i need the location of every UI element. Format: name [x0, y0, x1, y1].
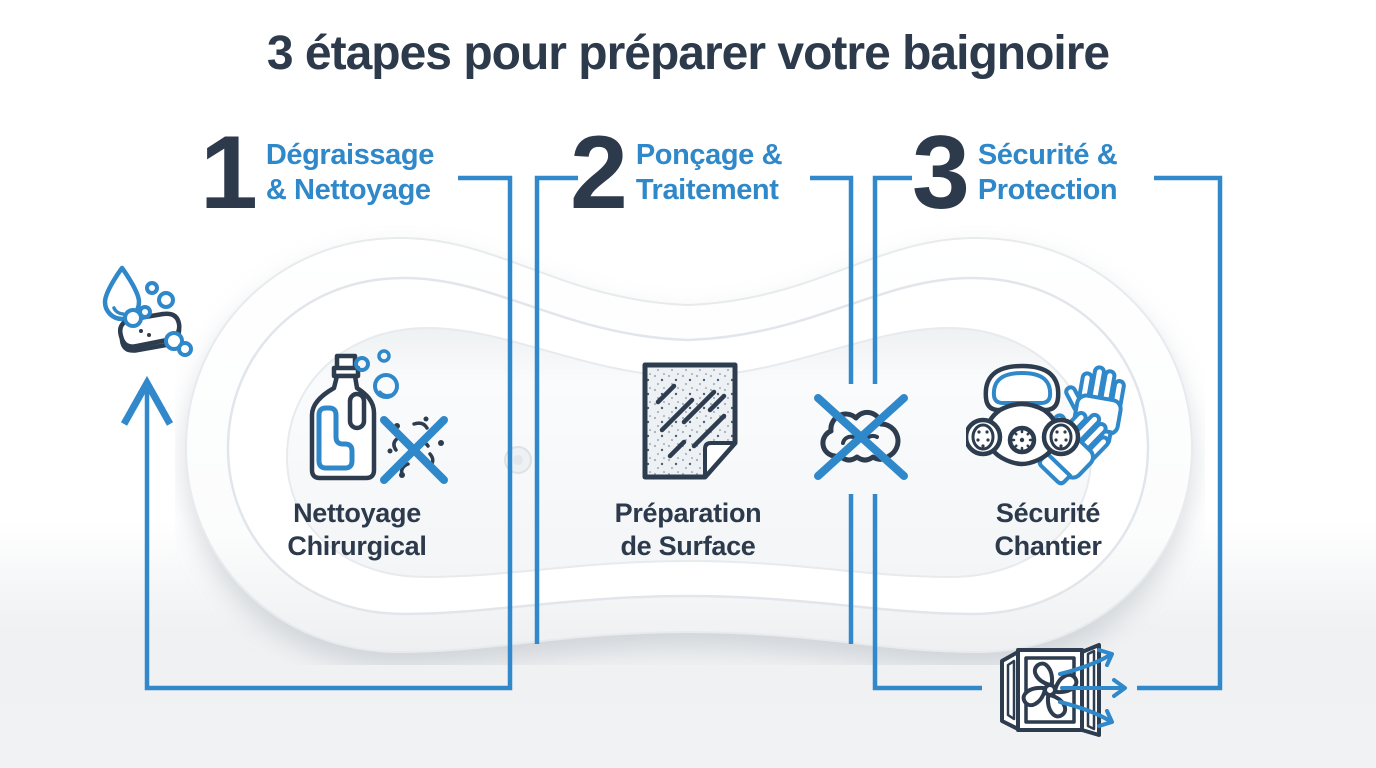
water-drop-sponge-icon — [102, 265, 193, 357]
no-dust-cloud-icon — [814, 394, 908, 480]
item-label-line1: Nettoyage — [293, 498, 421, 528]
filter-cartridge-left — [966, 417, 1003, 457]
step-3-header: 3 Sécurité & Protection — [912, 115, 1118, 231]
soap-bubble — [177, 341, 193, 357]
bubble — [145, 281, 159, 295]
folded-corner — [703, 441, 737, 479]
cross-out-x — [380, 416, 448, 484]
step-2-number: 2 — [570, 115, 628, 231]
item-label-securite: Sécurité Chantier — [938, 497, 1158, 563]
item-label-line2: Chirurgical — [287, 531, 427, 561]
right-sash-inner — [1086, 649, 1096, 731]
step1-bracket-line — [144, 175, 513, 691]
step-3-label-line2: Protection — [977, 174, 1118, 206]
item-label-line1: Préparation — [614, 498, 762, 528]
cloud-detail — [841, 434, 855, 445]
sandpaper-sheet-icon — [642, 362, 738, 480]
sponge-pore — [139, 329, 143, 333]
bubble — [157, 291, 175, 309]
step-1-label: Dégraissage & Nettoyage — [266, 130, 434, 208]
step-1-header: 1 Dégraissage & Nettoyage — [200, 115, 434, 231]
drain-hole — [513, 455, 523, 465]
item-label-line1: Sécurité — [995, 498, 1101, 528]
sponge-pore — [147, 333, 151, 337]
page-title: 3 étapes pour préparer votre baignoire — [266, 27, 1110, 80]
item-label-line2: de Surface — [620, 531, 756, 561]
soap-bubble — [138, 305, 152, 319]
left-sash-inner — [1006, 659, 1016, 721]
step-2-header: 2 Ponçage & Traitement — [570, 115, 783, 231]
soap-bubble — [164, 331, 184, 351]
step-1-number: 1 — [200, 115, 258, 231]
open-window-fan-ventilation-icon — [1000, 643, 1127, 737]
airflow-arrows — [1058, 648, 1127, 728]
drop-shine — [112, 306, 125, 316]
respirator-mask-gloves-icon — [966, 360, 1130, 488]
water-drop — [102, 265, 142, 322]
goggle-visor — [991, 371, 1053, 405]
step-1-label-line2: & Nettoyage — [265, 174, 431, 206]
step-2-label-line1: Ponçage & — [635, 139, 783, 171]
grain-strokes — [655, 383, 727, 459]
step3-left-line-lower — [872, 494, 982, 691]
step-3-label: Sécurité & Protection — [977, 130, 1118, 208]
step-3-label-line1: Sécurité & — [977, 139, 1118, 171]
dust-cloud — [820, 409, 901, 463]
step-2-label: Ponçage & Traitement — [635, 130, 783, 208]
item-label-nettoyage: Nettoyage Chirurgical — [247, 497, 467, 563]
step3-left-line-upper — [872, 175, 912, 384]
cross-out-x — [814, 394, 908, 480]
filter-cartridge-right — [1041, 417, 1081, 457]
bubble — [377, 349, 391, 363]
step2-left-line — [534, 175, 578, 644]
step-1-label-line1: Dégraissage — [265, 139, 434, 171]
item-label-preparation: Préparation de Surface — [578, 497, 798, 563]
step-3-number: 3 — [912, 115, 970, 231]
detergent-bottle-no-bacteria-icon — [309, 349, 448, 484]
bubble-shine — [378, 390, 392, 397]
up-arrow-icon — [120, 375, 174, 426]
bottle-label — [316, 405, 355, 471]
exhale-valve — [1007, 425, 1037, 455]
step-2-label-line2: Traitement — [635, 174, 779, 206]
item-label-line2: Chantier — [994, 531, 1102, 561]
bottle-handle — [347, 391, 367, 431]
step3-bracket-line — [1137, 175, 1223, 691]
step2-right-line-upper — [810, 175, 854, 384]
bubble — [373, 373, 399, 399]
bubble — [354, 356, 370, 372]
soap-bubble — [123, 308, 143, 328]
